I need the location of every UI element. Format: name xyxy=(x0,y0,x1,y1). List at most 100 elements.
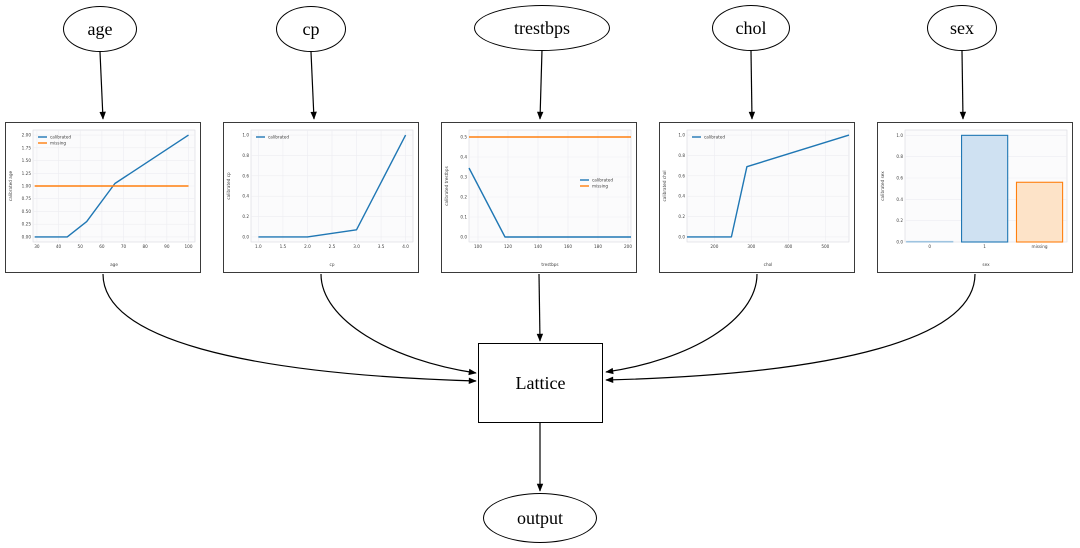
svg-text:0.50: 0.50 xyxy=(22,209,32,214)
svg-text:calibrated trestbps: calibrated trestbps xyxy=(444,166,449,206)
svg-text:3.0: 3.0 xyxy=(353,244,360,249)
svg-text:0.6: 0.6 xyxy=(678,173,685,178)
output-node: output xyxy=(483,493,597,543)
edge-age-to-calibrator xyxy=(99,51,106,120)
svg-text:0.75: 0.75 xyxy=(22,196,32,201)
svg-text:0.2: 0.2 xyxy=(678,214,685,219)
svg-text:300: 300 xyxy=(747,244,755,249)
svg-text:0.4: 0.4 xyxy=(460,155,467,160)
svg-text:60: 60 xyxy=(99,244,105,249)
svg-text:30: 30 xyxy=(34,244,40,249)
svg-text:1.50: 1.50 xyxy=(22,158,32,163)
svg-text:calibrated: calibrated xyxy=(268,135,289,140)
svg-text:3.5: 3.5 xyxy=(378,244,385,249)
svg-text:0.4: 0.4 xyxy=(896,197,903,202)
svg-text:90: 90 xyxy=(164,244,170,249)
svg-text:500: 500 xyxy=(821,244,829,249)
svg-text:160: 160 xyxy=(564,244,572,249)
output-node-label: output xyxy=(516,507,563,528)
svg-text:age: age xyxy=(110,262,118,267)
svg-text:1.0: 1.0 xyxy=(678,133,685,138)
svg-text:200: 200 xyxy=(624,244,632,249)
svg-text:2.00: 2.00 xyxy=(22,133,32,138)
svg-text:calibrated cp: calibrated cp xyxy=(226,172,231,200)
svg-text:180: 180 xyxy=(594,244,602,249)
svg-text:1.0: 1.0 xyxy=(896,133,903,138)
svg-text:0.8: 0.8 xyxy=(242,153,249,158)
svg-text:0.2: 0.2 xyxy=(896,218,903,223)
svg-text:200: 200 xyxy=(710,244,718,249)
input-node-chol: chol xyxy=(712,5,790,51)
svg-text:2.5: 2.5 xyxy=(329,244,336,249)
svg-text:0.4: 0.4 xyxy=(242,194,249,199)
svg-text:50: 50 xyxy=(78,244,84,249)
svg-text:calibrated chol: calibrated chol xyxy=(662,170,667,201)
lattice-node: Lattice xyxy=(478,343,603,423)
svg-text:0.2: 0.2 xyxy=(460,195,467,200)
edge-chol-calibrator-to-lattice xyxy=(605,273,758,375)
svg-text:calibrated age: calibrated age xyxy=(8,171,13,202)
input-node-age: age xyxy=(63,6,137,52)
svg-text:sex: sex xyxy=(982,262,990,267)
edge-trestbps-to-calibrator xyxy=(537,49,544,120)
svg-text:missing: missing xyxy=(50,141,66,146)
svg-text:1.0: 1.0 xyxy=(255,244,262,249)
svg-text:1.0: 1.0 xyxy=(242,133,249,138)
svg-text:missing: missing xyxy=(592,184,608,189)
edge-chol-to-calibrator xyxy=(748,50,756,120)
svg-text:calibrated: calibrated xyxy=(704,135,725,140)
svg-text:0.2: 0.2 xyxy=(242,214,249,219)
edge-sex-calibrator-to-lattice xyxy=(605,273,976,384)
svg-text:400: 400 xyxy=(784,244,792,249)
svg-text:100: 100 xyxy=(185,244,193,249)
input-node-sex-label: sex xyxy=(950,17,974,38)
svg-text:1.75: 1.75 xyxy=(22,145,32,150)
svg-text:0.5: 0.5 xyxy=(460,135,467,140)
svg-text:40: 40 xyxy=(56,244,62,249)
edge-sex-to-calibrator xyxy=(959,50,967,120)
svg-text:missing: missing xyxy=(1031,244,1047,249)
svg-text:0.25: 0.25 xyxy=(22,222,32,227)
edge-cp-to-calibrator xyxy=(310,51,317,120)
input-node-cp: cp xyxy=(276,6,346,52)
svg-text:0: 0 xyxy=(928,244,931,249)
svg-text:calibrated: calibrated xyxy=(592,178,613,183)
svg-text:80: 80 xyxy=(143,244,149,249)
lattice-node-label: Lattice xyxy=(515,372,566,393)
input-node-sex: sex xyxy=(927,5,997,51)
svg-text:4.0: 4.0 xyxy=(402,244,409,249)
svg-text:0.0: 0.0 xyxy=(896,240,903,245)
svg-text:calibrated sex: calibrated sex xyxy=(880,171,885,201)
svg-text:1.5: 1.5 xyxy=(280,244,287,249)
svg-text:120: 120 xyxy=(504,244,512,249)
svg-text:trestbps: trestbps xyxy=(541,262,558,267)
svg-text:0.6: 0.6 xyxy=(242,173,249,178)
svg-text:0.8: 0.8 xyxy=(678,153,685,158)
svg-text:calibrated: calibrated xyxy=(50,135,71,140)
input-node-trestbps-label: trestbps xyxy=(514,17,570,38)
edge-age-calibrator-to-lattice xyxy=(102,273,477,384)
edge-trestbps-calibrator-to-lattice xyxy=(536,273,544,342)
edge-cp-calibrator-to-lattice xyxy=(320,273,477,376)
input-node-cp-label: cp xyxy=(302,18,320,39)
svg-text:cp: cp xyxy=(330,262,335,267)
input-node-age-label: age xyxy=(87,18,113,39)
svg-text:0.0: 0.0 xyxy=(678,234,685,239)
input-node-trestbps: trestbps xyxy=(474,5,610,51)
svg-text:100: 100 xyxy=(474,244,482,249)
svg-text:0.1: 0.1 xyxy=(460,215,467,220)
svg-text:0.4: 0.4 xyxy=(678,194,685,199)
svg-text:0.00: 0.00 xyxy=(22,234,32,239)
